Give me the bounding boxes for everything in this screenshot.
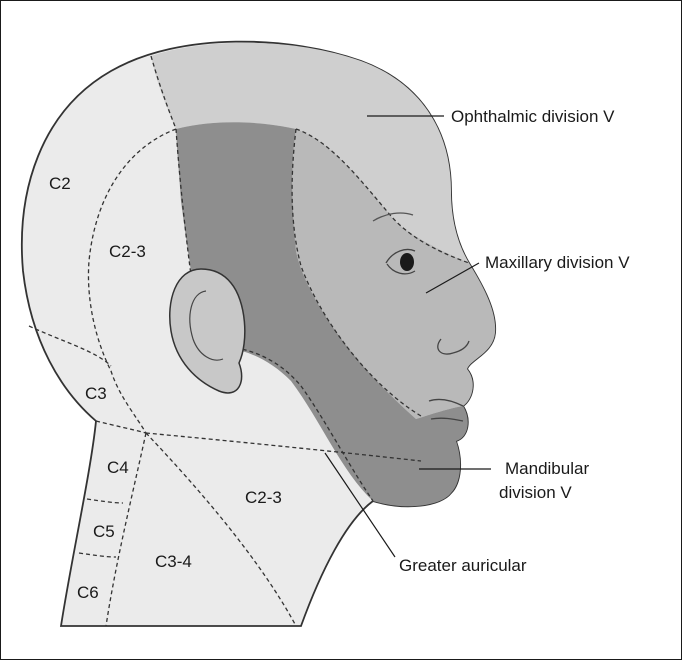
label-mandibular-line2: division V: [499, 483, 572, 502]
label-mandibular-line1: Mandibular: [505, 459, 589, 478]
label-c4: C4: [107, 458, 129, 477]
label-c2-3-lower: C2-3: [245, 488, 282, 507]
label-ophthalmic: Ophthalmic division V: [451, 107, 615, 126]
label-c2-3-upper: C2-3: [109, 242, 146, 261]
label-c3-4: C3-4: [155, 552, 192, 571]
label-c6: C6: [77, 583, 99, 602]
label-c3: C3: [85, 384, 107, 403]
label-c5: C5: [93, 522, 115, 541]
label-c2: C2: [49, 174, 71, 193]
eye-iris: [400, 253, 414, 271]
label-greater-auricular: Greater auricular: [399, 556, 527, 575]
label-maxillary: Maxillary division V: [485, 253, 630, 272]
